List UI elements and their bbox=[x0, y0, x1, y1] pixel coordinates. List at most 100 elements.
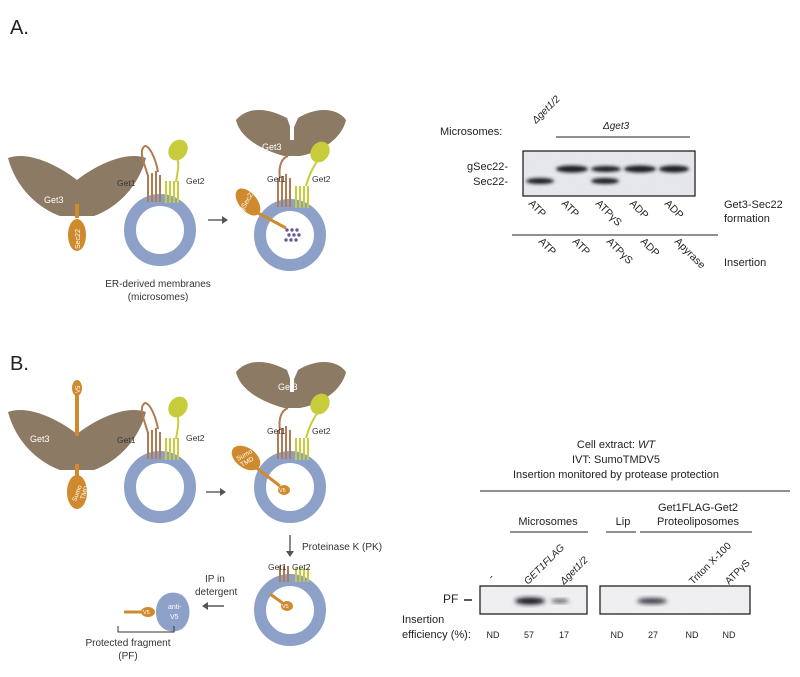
get2-label-b2: Get2 bbox=[312, 426, 331, 436]
band-upper-label: gSec22- bbox=[467, 161, 508, 173]
sec22-tail bbox=[75, 204, 79, 218]
arrow-b1 bbox=[206, 488, 226, 496]
efficiency-label-1: Insertion bbox=[402, 614, 444, 626]
blot-b-bands bbox=[515, 597, 667, 605]
v5-tag-stem bbox=[75, 392, 79, 436]
band-dget12 bbox=[551, 599, 569, 603]
blot-b-right-texture bbox=[601, 587, 749, 613]
ivt-label: IVT: SumoTMDV5 bbox=[572, 454, 660, 466]
pf-label: PF bbox=[443, 592, 458, 606]
efficiency-value: 27 bbox=[648, 630, 658, 640]
top-lane-5: ADP bbox=[662, 198, 686, 222]
tmd-label: TMD bbox=[79, 485, 90, 501]
protected-label-2: (PF) bbox=[118, 651, 137, 662]
microsomes-label: Microsomes: bbox=[440, 126, 502, 138]
microsomes-group-label: Microsomes bbox=[518, 516, 578, 528]
lane-label-dget12: Δget1/2 bbox=[558, 555, 591, 588]
get3-groove bbox=[290, 124, 294, 140]
get3-docked-label: Get3 bbox=[262, 142, 282, 152]
microsome-1: Get1 Get2 bbox=[117, 139, 205, 266]
bottom-lane-3: ATPγS bbox=[604, 236, 635, 267]
get1-label: Get1 bbox=[117, 178, 136, 188]
band-lane4-gsec22 bbox=[624, 165, 656, 173]
proteo-label-1: Get1FLAG-Get2 bbox=[658, 502, 738, 514]
ip-label-2: detergent bbox=[195, 587, 237, 598]
dget12-label: Δget1/2 bbox=[530, 94, 563, 127]
get3-groove-b bbox=[290, 376, 294, 392]
bottom-lane-2: ATP bbox=[570, 236, 592, 258]
efficiency-value: ND bbox=[611, 630, 624, 640]
bottom-lane-labels: ATP ATP ATPγS ADP Apyrase bbox=[536, 236, 708, 272]
cell-extract-prefix: Cell extract: bbox=[577, 439, 638, 451]
get3-label: Get3 bbox=[44, 195, 64, 205]
lane-label-atpys: ATPγS bbox=[723, 558, 752, 587]
v5-label: V5 bbox=[76, 385, 82, 393]
membrane-vesicle-b3 bbox=[254, 574, 326, 646]
bottom-lane-4: ADP bbox=[638, 236, 662, 260]
bottom-row-label: Insertion bbox=[724, 257, 766, 269]
get3-dimer-shape-b bbox=[8, 410, 146, 470]
efficiency-value: 17 bbox=[559, 630, 569, 640]
top-lane-labels: ATP ATP ATPγS ADP ADP bbox=[526, 198, 686, 229]
bottom-lane-1: ATP bbox=[536, 236, 558, 258]
top-lane-1: ATP bbox=[526, 198, 548, 220]
sumo-stem bbox=[75, 464, 79, 478]
get2-label-2: Get2 bbox=[312, 174, 331, 184]
proteo-label-2: Proteoliposomes bbox=[657, 516, 739, 528]
band-lane2-gsec22 bbox=[556, 165, 588, 173]
top-lane-4: ADP bbox=[627, 198, 651, 222]
arrow-proteinase bbox=[286, 535, 294, 557]
v5-label-b2: V5 bbox=[279, 488, 286, 494]
panel-b-letter: B. bbox=[10, 353, 29, 375]
band-lane1-sec22 bbox=[526, 178, 554, 184]
top-lane-3: ATPγS bbox=[593, 198, 624, 229]
membrane-caption-line2: (microsomes) bbox=[128, 292, 189, 303]
get1-label-b1: Get1 bbox=[117, 435, 136, 445]
get2-cytosolic-domain-b2 bbox=[310, 393, 330, 415]
get3-dimer-shape bbox=[8, 156, 146, 216]
protected-label-1: Protected fragment bbox=[85, 638, 170, 649]
get2-cytosolic-domain-b1 bbox=[168, 396, 188, 418]
get2-receptor-2 bbox=[295, 159, 319, 208]
bottom-lane-5: Apyrase bbox=[672, 236, 708, 272]
get2-receptor-b2 bbox=[295, 411, 319, 460]
pf-v5-label: V5 bbox=[143, 610, 150, 616]
monitor-label: Insertion monitored by protease protecti… bbox=[513, 469, 719, 481]
anti-v5-label-2: V5 bbox=[170, 614, 179, 621]
v5-tag bbox=[72, 380, 82, 396]
gsec22-domain bbox=[235, 188, 261, 216]
blot-a-texture bbox=[524, 152, 694, 195]
lane-label-dash: - bbox=[486, 572, 496, 582]
proteinase-label: Proteinase K (PK) bbox=[302, 542, 382, 553]
get1-receptor bbox=[140, 144, 161, 202]
sumo-domain bbox=[67, 475, 87, 509]
cargo-dots bbox=[284, 228, 301, 242]
get2-cytosolic-domain bbox=[168, 139, 188, 161]
sec22-label: Sec22 bbox=[75, 229, 82, 249]
panel-a-letter: A. bbox=[10, 17, 29, 39]
band-lane3-sec22 bbox=[591, 178, 619, 184]
band-lower-label: Sec22- bbox=[473, 176, 508, 188]
anti-v5-bead bbox=[156, 592, 190, 632]
v5-tag-b2 bbox=[278, 485, 290, 495]
anti-v5-label-1: anti- bbox=[168, 604, 182, 611]
get1-label-b3: Get1 bbox=[268, 562, 287, 572]
membrane-caption-line1: ER-derived membranes bbox=[105, 279, 211, 290]
get1-label-2: Get1 bbox=[267, 174, 286, 184]
efficiency-label-2: efficiency (%): bbox=[402, 629, 471, 641]
efficiency-values: ND 57 17 ND 27 ND ND bbox=[487, 630, 736, 640]
pf-bracket bbox=[117, 626, 175, 633]
blot-a-bands bbox=[526, 165, 689, 184]
membrane-vesicle-b1 bbox=[124, 451, 196, 523]
protected-tmd bbox=[269, 592, 285, 606]
get3-label-b: Get3 bbox=[30, 434, 50, 444]
ip-label-1: IP in bbox=[205, 574, 225, 585]
get2-label-b1: Get2 bbox=[186, 433, 205, 443]
top-lane-2: ATP bbox=[559, 198, 581, 220]
get1-receptor-2 bbox=[277, 155, 291, 207]
band-lane5-gsec22 bbox=[659, 165, 689, 173]
arrow-ip bbox=[202, 602, 224, 610]
pf-v5 bbox=[141, 607, 155, 617]
get2-cytosolic-domain-2 bbox=[310, 141, 330, 163]
sec22-tmd bbox=[255, 210, 287, 230]
